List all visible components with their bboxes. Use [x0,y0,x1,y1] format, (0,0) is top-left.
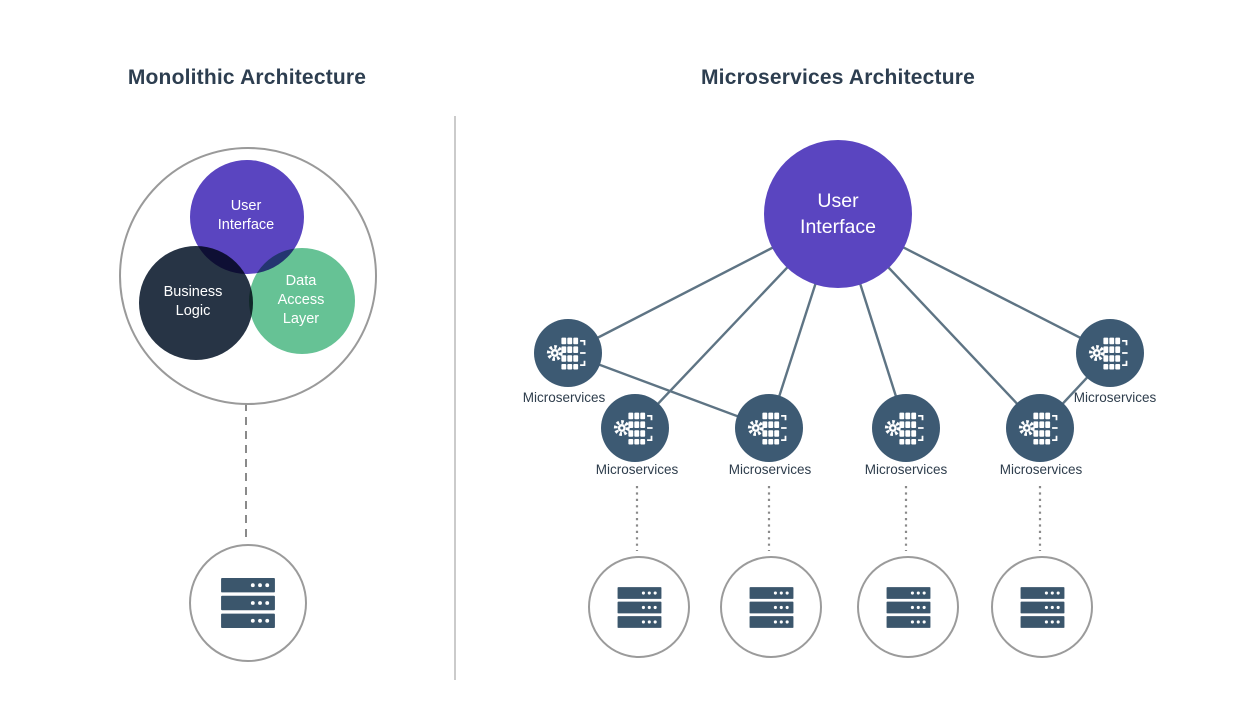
user-interface-node: User Interface [764,140,912,288]
database-circle [588,556,690,658]
microservice-label: Microservices [595,462,679,477]
microservice-icon [1088,337,1128,370]
microservice-icon [613,412,653,445]
microservice-node [1006,394,1074,462]
microservice-label: Microservices [1073,390,1157,405]
monolithic-title: Monolithic Architecture [127,66,367,89]
business-logic-label: Business Logic [163,284,223,319]
database-circle [991,556,1093,658]
database-icon [886,586,930,628]
database-icon [749,586,793,628]
data-access-layer-circle [249,248,355,354]
database-icon [617,586,661,628]
data-access-layer-label: Data Access Layer [277,273,325,327]
database-circle [720,556,822,658]
microservices-title: Microservices Architecture [700,66,976,89]
microservice-icon [884,412,924,445]
microservice-label: Microservices [864,462,948,477]
microservice-node [872,394,940,462]
microservice-icon [546,337,586,370]
microservice-icon [1018,412,1058,445]
microservice-node [1076,319,1144,387]
database-circle [857,556,959,658]
divider-line [454,116,456,680]
database-icon [221,578,275,628]
business-logic-circle [139,246,253,360]
user-interface-node-label: User Interface [800,190,876,238]
microservice-label: Microservices [728,462,812,477]
user-interface-label: User Interface [217,198,275,233]
microservice-icon [747,412,787,445]
connector-line [567,351,770,430]
microservice-label: Microservices [522,390,606,405]
microservice-label: Microservices [999,462,1083,477]
database-circle [189,544,307,662]
monolith-boundary-circle [119,147,377,405]
microservice-node [601,394,669,462]
microservice-node [534,319,602,387]
microservice-node [735,394,803,462]
database-icon [1020,586,1064,628]
